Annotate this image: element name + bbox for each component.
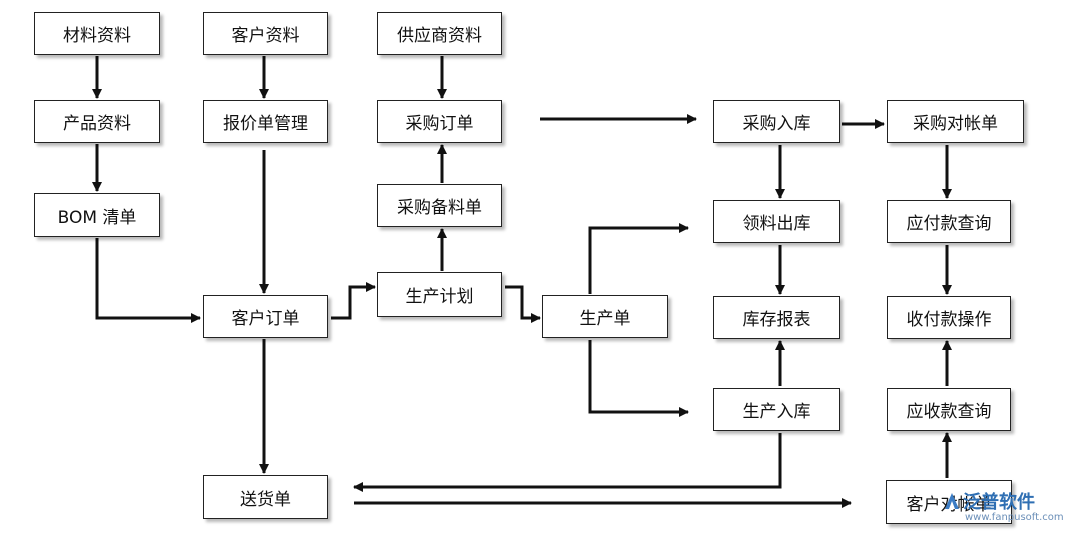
node-customer-order: 客户订单 — [203, 295, 328, 338]
node-product-data: 产品资料 — [34, 100, 160, 143]
arrow-plan-to-prodorder — [505, 285, 541, 323]
node-production-plan: 生产计划 — [377, 272, 502, 317]
watermark-logo: 泛普软件 www.fanpusoft.com — [941, 488, 1064, 528]
arrow-prodorder-to-pick — [588, 223, 689, 294]
node-payment-operation: 收付款操作 — [887, 296, 1011, 339]
node-purchase-prep-list: 采购备料单 — [377, 184, 502, 227]
node-material-data: 材料资料 — [34, 12, 160, 55]
node-payable-query: 应付款查询 — [887, 200, 1011, 243]
node-production-inbound: 生产入库 — [713, 388, 840, 431]
node-production-order: 生产单 — [542, 295, 668, 338]
node-material-issue: 领料出库 — [713, 200, 840, 243]
logo-icon — [945, 493, 959, 509]
node-purchase-order: 采购订单 — [377, 100, 502, 143]
arrow-prodorder-to-prodin — [588, 340, 689, 417]
node-purchase-inbound: 采购入库 — [713, 100, 840, 143]
node-quote-management: 报价单管理 — [203, 100, 328, 143]
watermark-name: 泛普软件 — [963, 492, 1035, 513]
arrow-prodin-to-delivery — [353, 433, 782, 492]
node-delivery-note: 送货单 — [203, 475, 328, 519]
node-receivable-query: 应收款查询 — [887, 388, 1011, 431]
arrow-order-to-plan — [331, 282, 376, 320]
node-customer-data: 客户资料 — [203, 12, 328, 55]
watermark-url: www.fanpusoft.com — [965, 512, 1064, 523]
node-supplier-data: 供应商资料 — [377, 12, 502, 55]
arrow-bom-to-order — [95, 238, 201, 323]
node-inventory-report: 库存报表 — [713, 296, 840, 339]
node-bom-list: BOM 清单 — [34, 193, 160, 237]
node-purchase-statement: 采购对帐单 — [887, 100, 1024, 143]
